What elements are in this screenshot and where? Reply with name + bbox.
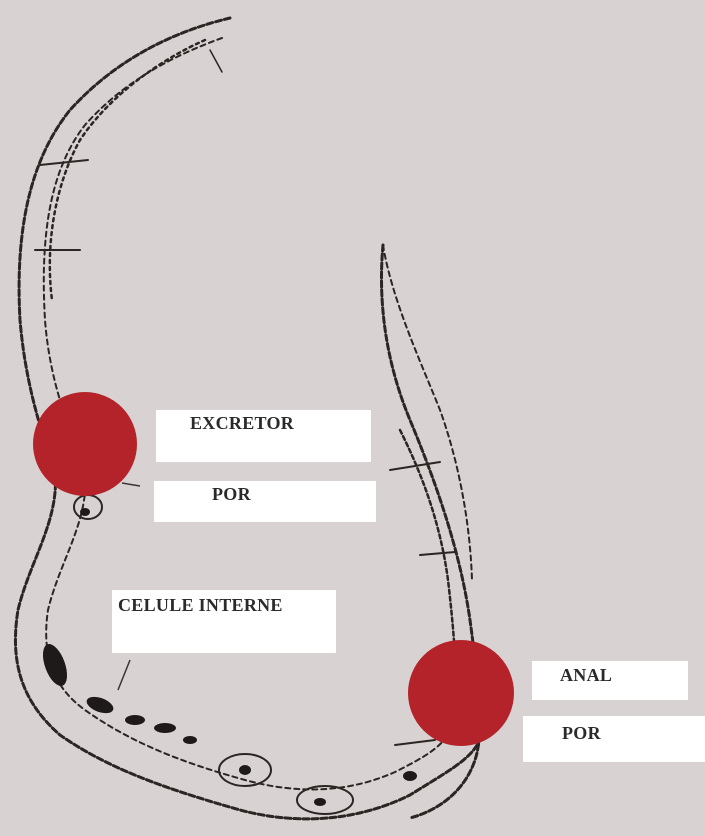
celule-interne-label: CELULE INTERNE bbox=[118, 595, 283, 616]
anal-label: ANAL bbox=[560, 665, 612, 686]
tail-outline-inner bbox=[383, 245, 472, 580]
anal-pore-marker bbox=[408, 640, 514, 746]
anal-por-label: POR bbox=[562, 723, 601, 744]
excretor-por-label: POR bbox=[212, 484, 251, 505]
anterior-tract bbox=[50, 40, 205, 300]
anal-por-label-box bbox=[523, 716, 705, 762]
internal-cells bbox=[38, 508, 417, 806]
pointer-lines bbox=[118, 483, 140, 690]
excretory-pore-marker bbox=[33, 392, 137, 496]
excretor-por-label-box bbox=[154, 481, 376, 522]
excretor-label: EXCRETOR bbox=[190, 413, 294, 434]
